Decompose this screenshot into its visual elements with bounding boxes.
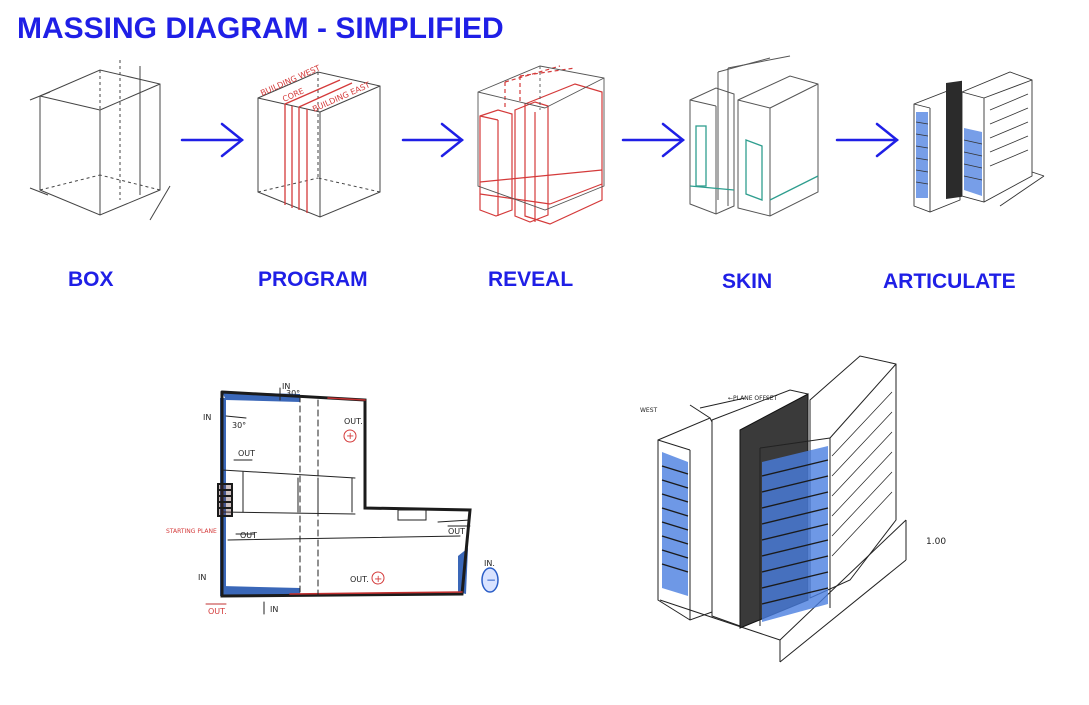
- elevation-note-scale: 1.00: [926, 537, 946, 547]
- skin-sketch: [689, 55, 819, 217]
- plan-note-in-left: IN: [203, 413, 211, 422]
- arrow-icon-4: [835, 122, 900, 158]
- program-sketch: [257, 71, 381, 218]
- stage-label-box: BOX: [68, 268, 114, 291]
- plan-note-out-2: OUT: [240, 531, 257, 540]
- reveal-sketch: [477, 65, 605, 225]
- stage-label-articulate: ARTICULATE: [883, 270, 1016, 293]
- plan-note-out-right: OUT: [448, 527, 465, 536]
- arrow-icon-1: [180, 122, 245, 158]
- plan-note-starting-plane: STARTING PLANE: [166, 528, 217, 535]
- arrow-icon-2: [401, 122, 465, 158]
- plan-sketch: [205, 387, 499, 615]
- articulate-sketch: [913, 71, 1045, 213]
- plan-note-plus-1: +: [346, 431, 354, 442]
- program-note-core: CORE: [281, 86, 305, 103]
- program-zones: [284, 79, 353, 213]
- plan-note-out-1: OUT: [238, 449, 255, 458]
- plan-note-in-right: IN.: [484, 559, 495, 568]
- elevation-glass: [662, 446, 828, 622]
- stage-label-reveal: REVEAL: [488, 268, 574, 291]
- plan-note-in-bottomleft: IN: [198, 573, 206, 582]
- plan-note-out-topright: OUT.: [344, 417, 363, 426]
- elevation-note-plane: ←PLANE OFFSET: [728, 395, 778, 402]
- elevation-floor-lines: [661, 391, 893, 605]
- stage-label-skin: SKIN: [722, 270, 773, 293]
- plan-note-out-bottom: OUT.: [350, 575, 369, 584]
- page-title: MASSING DIAGRAM - SIMPLIFIED: [17, 12, 504, 45]
- plan-note-plus-2: +: [374, 574, 382, 585]
- plan-note-in-top: IN: [282, 382, 290, 391]
- stage-label-program: PROGRAM: [258, 268, 368, 291]
- plan-note-minus: −: [486, 573, 496, 587]
- arrow-icon-3: [621, 122, 686, 158]
- plan-note-deg-top: 30°: [286, 389, 300, 398]
- elevation-note-west: WEST: [640, 407, 658, 414]
- plan-note-in-bottom: IN: [270, 605, 278, 614]
- plan-note-deg-left: 30°: [232, 421, 246, 430]
- box-sketch: [29, 60, 171, 221]
- plan-note-out-bottomleft: OUT.: [208, 607, 227, 616]
